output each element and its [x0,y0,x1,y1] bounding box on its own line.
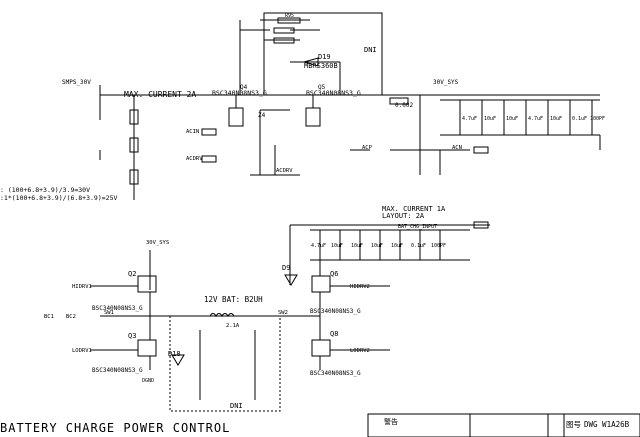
r-sense: 0.002 [395,102,413,109]
equation-1: : (100+6.8+3.9)/3.9=30V [0,186,90,194]
cap-mid-4: 10uF [371,243,383,249]
max-current-1a: MAX. CURRENT 1A [382,205,446,213]
q2-ref: Q2 [128,270,136,278]
sw1-label: SW1 [104,310,114,316]
acdrv-port [201,155,217,163]
q3-part: BSC340N08NS3_G [92,367,143,374]
bottom-bridge [90,250,390,412]
cap-top-2: 10uF [484,116,496,122]
title-block [367,413,640,437]
q5-part: BSC340N08NS3_G [306,89,361,97]
bc1-label: BC1 [44,314,54,320]
max-current-2a: MAX. CURRENT 2A [124,90,196,99]
sheet-title: BATTERY CHARGE POWER CONTROL [0,421,230,435]
acp-label: ACP [362,145,373,151]
input-path [99,85,600,176]
tb-doc-value: DWG W1A26B [584,420,630,429]
cap-top-1: 4.7uF [462,116,477,122]
inductor-value: 2.1A [226,323,240,329]
bat-drv-label: BAT_CHG_INPUT [398,224,437,230]
acin-port [201,128,217,136]
cap-top-3: 10uF [506,116,518,122]
cap-mid-6: 0.1uF [411,243,426,249]
cap-mid-7: 100PF [431,243,446,249]
lodrv1-label: LODRV1 [72,348,92,354]
smps-label: SMPS_30V [62,79,91,86]
q6-ref: Q6 [330,270,338,278]
cap-top-5: 10uF [550,116,562,122]
gnd-label: DGND [142,378,154,384]
lodrv2-label: LODRV2 [350,348,370,354]
equation-2: :1*(100+6.8+3.9)/(6.8+3.9)=25V [0,194,117,202]
d9-ref: D9 [282,264,290,272]
z4-ref: Z4 [258,112,266,119]
dni-top-label: DNI [364,46,377,54]
d18-ref: D18 [168,350,181,358]
tb-doc-label: 图号 [566,420,581,429]
sw2-label: SW2 [278,310,288,316]
bat-label: 12V BAT: B2UH [204,295,263,304]
cap-top-4: 4.7uF [528,116,543,122]
acn-port [473,146,489,154]
q4-part: BSC340N08NS3_G [212,89,267,97]
hidrv1-label: HIDRV1 [72,284,92,290]
q8-ref: Q8 [330,330,338,338]
cap-mid-1: 4.7uF [311,243,326,249]
q6-part: BSC340N08NS3_G [310,308,361,315]
vsys-top: 30V_SYS [433,79,459,86]
divider-network [99,95,139,200]
q3-ref: Q3 [128,332,136,340]
cap-mid-2: 10uF [331,243,343,249]
bc2-label: BC2 [66,314,76,320]
vsys-mid: 30V_SYS [146,240,169,246]
acdrv-label: ACDRV [276,168,293,174]
acdrv-left: ACDRV [186,156,203,162]
q4-ref: Q4 [240,84,248,91]
d19-ref: D19 [318,53,331,61]
cap-top-7: 100PF [590,116,605,122]
top-cap-bank [440,99,601,150]
q5-ref: Q5 [318,84,326,91]
top-ref: R95 [285,13,294,19]
d19-part: MBRS360B [304,62,338,70]
cap-mid-5: 10uF [391,243,403,249]
cap-top-6: 0.1uF [572,116,587,122]
layout-2a: LAYOUT: 2A [382,212,425,220]
tb-warning: 警告 [384,417,398,426]
acin-label: ACIN [186,129,199,135]
hidrv2-label: HIDRV2 [350,284,370,290]
dni-bottom: DNI [230,402,243,410]
q2-part: BSC340N08NS3_G [92,305,143,312]
acn-label: ACN [452,145,462,151]
cap-mid-3: 10uF [351,243,363,249]
top-dni-region [239,12,383,96]
q8-part: BSC340N08NS3_G [310,370,361,377]
